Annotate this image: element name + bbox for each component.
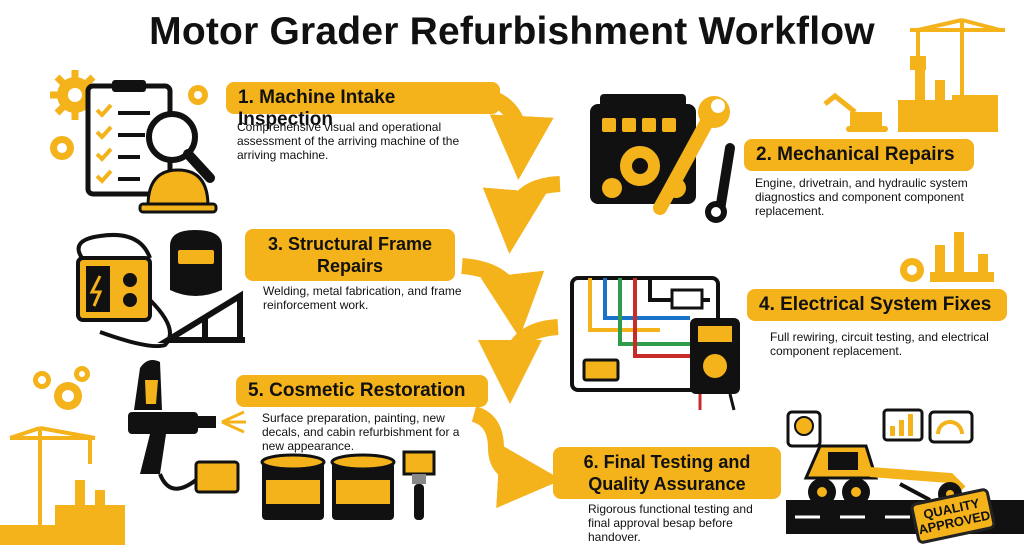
step-3-title: 3. Structural Frame Repairs — [245, 229, 455, 281]
bar-chart-icon — [882, 408, 924, 442]
step-5-title: 5. Cosmetic Restoration — [236, 375, 488, 407]
flow-arrow-1 — [484, 90, 554, 180]
paint-can-icon — [260, 453, 396, 520]
gauge-icon — [786, 410, 974, 448]
step-3-description: Welding, metal fabrication, and frame re… — [263, 284, 462, 312]
circuit-board-icon — [570, 276, 720, 392]
gear-icon — [33, 366, 90, 410]
crane-icon — [9, 426, 96, 540]
welding-mask-icon — [170, 230, 222, 296]
engine-icon — [590, 94, 696, 204]
step-1-description: Comprehensive visual and operational ass… — [237, 120, 460, 162]
flow-arrow-2 — [482, 176, 561, 254]
flow-arrow-5 — [471, 406, 562, 509]
hard-hat-icon — [138, 168, 218, 214]
wrench-icon — [653, 96, 735, 223]
gear-icon — [900, 232, 994, 282]
step-6-title: 6. Final Testing and Quality Assurance — [553, 447, 781, 499]
excavator-icon — [823, 92, 888, 132]
checklist-icon — [85, 80, 173, 197]
step-4-description: Full rewiring, circuit testing, and elec… — [770, 330, 989, 358]
step-2-description: Engine, drivetrain, and hydraulic system… — [755, 176, 968, 218]
factory-icon — [0, 480, 125, 545]
step-1-title: 1. Machine Intake Inspection — [226, 82, 500, 130]
crane-icon — [910, 18, 1005, 120]
frame-icon — [157, 290, 245, 343]
flow-arrow-3 — [461, 258, 545, 338]
page-title: Motor Grader Refurbishment Workflow — [149, 10, 875, 53]
paintbrush-icon — [402, 450, 436, 520]
step-6-description: Rigorous functional testing and final ap… — [588, 502, 753, 544]
flow-arrow-4 — [478, 319, 559, 404]
multimeter-icon — [690, 318, 740, 411]
step-4-title: 4. Electrical System Fixes — [747, 289, 1007, 321]
magnifier-icon — [146, 111, 215, 183]
step-5-description: Surface preparation, painting, new decal… — [262, 411, 460, 453]
step-2-title: 2. Mechanical Repairs — [744, 139, 974, 171]
spray-gun-icon — [128, 360, 246, 494]
factory-icon — [898, 70, 998, 132]
gear-icon — [50, 70, 208, 160]
welder-icon — [76, 233, 172, 349]
